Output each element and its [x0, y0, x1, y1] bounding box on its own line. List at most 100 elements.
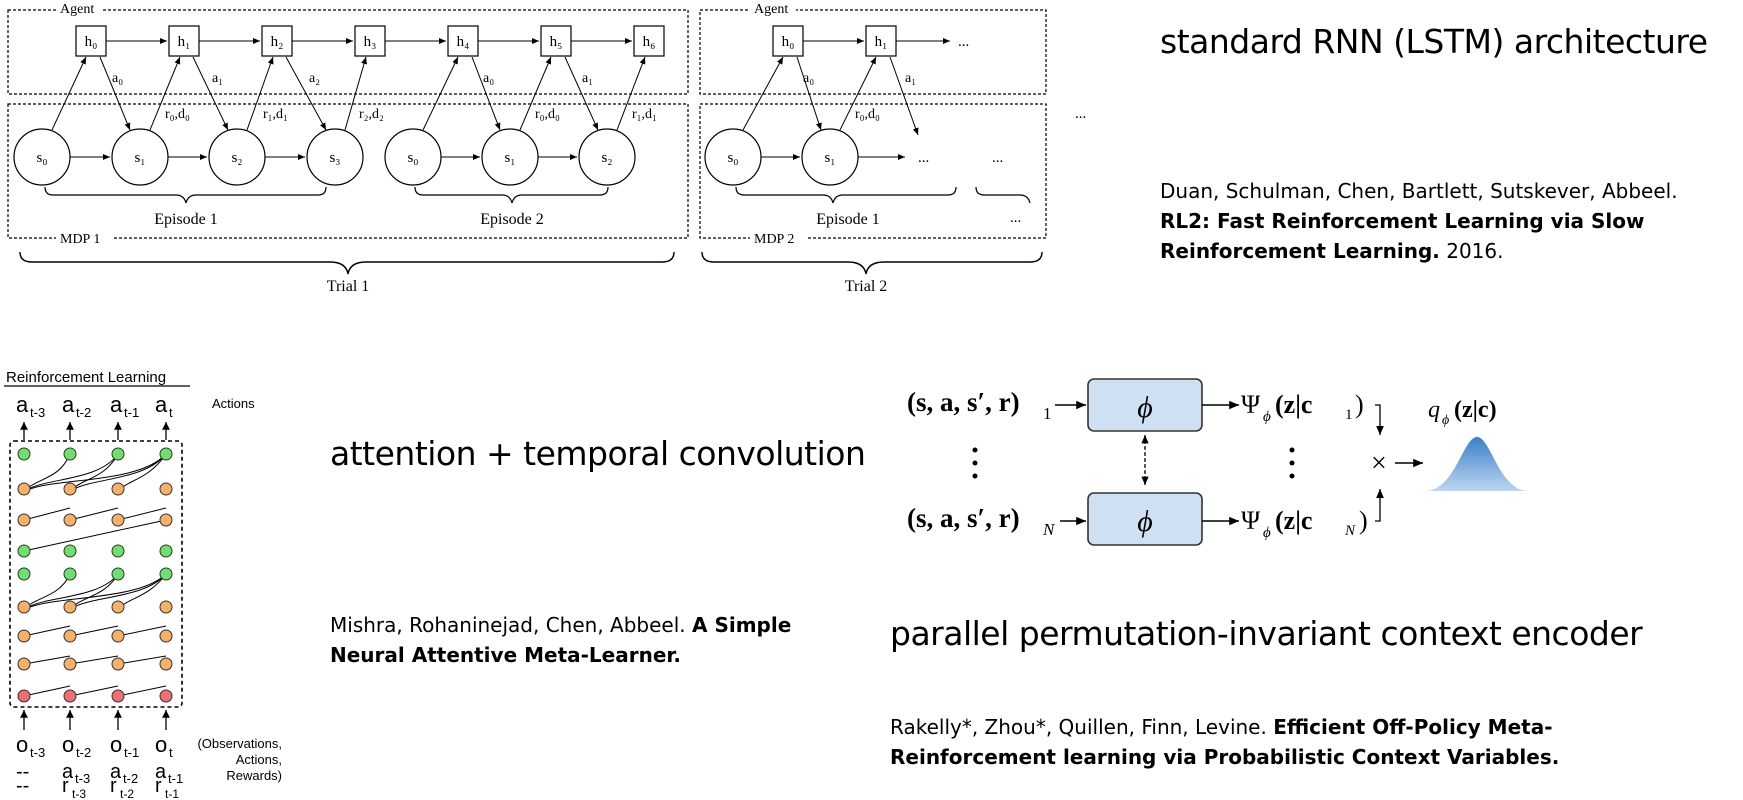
s-node: s₂	[601, 150, 612, 166]
mdp1-label: MDP 1	[60, 232, 100, 247]
node-row-orange-1	[17, 482, 173, 527]
mdp2-label: MDP 2	[754, 232, 794, 247]
agent-label-1: Agent	[60, 2, 94, 17]
action-label: a₀	[483, 71, 494, 86]
prev-reward-subscript: t-2	[120, 787, 134, 800]
s-node: s₁	[134, 150, 145, 166]
input-tuple-top: (s, a, s′, r)	[907, 387, 1020, 417]
s-node: s₀	[407, 150, 418, 166]
actions-label: Actions	[212, 396, 255, 411]
reward-label: r₂,d₂	[359, 107, 384, 122]
psi-bottom-arg: (z|c	[1275, 506, 1312, 535]
input-tuple-bottom-sub: N	[1042, 520, 1056, 539]
prev-reward-symbol: r	[110, 775, 117, 797]
prev-action-symbol: --	[16, 761, 29, 783]
psi-top-phi: ϕ	[1263, 409, 1271, 425]
s-node: s₁	[504, 150, 515, 166]
h-node: h₅	[550, 34, 563, 50]
h-node: h₃	[364, 34, 377, 50]
prev-action-subscript: t-3	[75, 771, 90, 786]
snail-citation: Mishra, Rohaninejad, Chen, Abbeel. A Sim…	[330, 610, 850, 670]
action-label: a₁	[905, 71, 916, 86]
h-node: h₂	[271, 34, 284, 50]
episode-label: Episode 1	[154, 211, 218, 228]
encoder-box-bottom	[1087, 492, 1203, 546]
action-label: a₀	[803, 71, 814, 86]
snail-diagram: Reinforcement Learning a a a a t-3 t-2 t…	[4, 369, 282, 800]
action-symbol: a	[16, 392, 29, 417]
obs-subscript: t	[169, 745, 173, 760]
action-symbol: a	[110, 392, 123, 417]
node-row-red	[17, 689, 173, 703]
snail-authors: Mishra, Rohaninejad, Chen, Abbeel.	[330, 613, 686, 637]
action-label: a₀	[112, 71, 123, 86]
rl2-diagram: Agent Agent MDP 1 MDP 2 h₀ h₁ h₂ h₃ h₄ h…	[7, 2, 1086, 295]
mdp-box-trial1	[7, 103, 689, 239]
psi-bottom-close: )	[1359, 506, 1368, 535]
reward-label: r₀,d₀	[855, 107, 880, 122]
action-subscript: t-3	[30, 405, 45, 420]
node-row-green-1	[17, 447, 173, 461]
ellipsis: ...	[918, 150, 929, 166]
pearl-authors: Rakelly*, Zhou*, Quillen, Finn, Levine.	[890, 715, 1267, 739]
ellipsis: ...	[1010, 210, 1021, 226]
agent-box-trial2	[699, 9, 1047, 95]
rl2-title: standard RNN (LSTM) architecture	[1160, 22, 1708, 61]
h-node: h₀	[782, 34, 795, 50]
prev-reward-subscript: t-3	[72, 787, 86, 800]
psi-top: Ψ	[1241, 390, 1261, 419]
episode-label: Episode 1	[816, 211, 880, 228]
encoder-symbol: ϕ	[1137, 505, 1153, 538]
prev-action-symbol: a	[155, 761, 167, 783]
prev-action-subscript: t-2	[123, 771, 138, 786]
psi-bottom-sub: N	[1344, 523, 1356, 539]
episode-label: Episode 2	[480, 211, 544, 228]
psi-top-arg: (z|c	[1275, 390, 1312, 419]
s-node: s₁	[824, 150, 835, 166]
agent-box-trial1	[7, 9, 689, 95]
obs-subscript: t-1	[124, 745, 139, 760]
encoder-symbol: ϕ	[1137, 391, 1153, 424]
pearl-citation: Rakelly*, Zhou*, Quillen, Finn, Levine. …	[890, 712, 1610, 772]
pearl-diagram: (s, a, s′, r) 1 ϕ Ψ ϕ (z|c 1 ) (s, a, s′…	[907, 378, 1529, 546]
mdp-box-trial2	[699, 103, 1047, 239]
rl2-year: 2016.	[1446, 239, 1504, 263]
posterior-symbol: q	[1428, 397, 1440, 423]
h-node: h₀	[85, 34, 98, 50]
inputs-label: (Observations,	[197, 736, 282, 751]
agent-label-2: Agent	[754, 2, 788, 17]
h-node: h₆	[643, 34, 656, 50]
input-tuple-top-sub: 1	[1043, 404, 1052, 423]
obs-symbol: o	[155, 732, 167, 757]
action-subscript: t	[169, 405, 173, 420]
h-node: h₁	[875, 34, 888, 50]
psi-top-close: )	[1355, 390, 1364, 419]
s-node: s₀	[36, 150, 47, 166]
node-row-orange-2	[17, 600, 173, 671]
rl2-citation: Duan, Schulman, Chen, Bartlett, Sutskeve…	[1160, 176, 1730, 266]
pearl-paper-title: Efficient Off-Policy Meta-Reinforcement …	[890, 715, 1560, 769]
prev-reward-symbol: --	[16, 775, 29, 797]
psi-top-sub: 1	[1345, 407, 1353, 423]
posterior-phi: ϕ	[1442, 413, 1449, 428]
posterior-arg: (z|c)	[1454, 397, 1497, 423]
obs-symbol: o	[16, 732, 28, 757]
obs-symbol: o	[110, 732, 122, 757]
psi-bottom: Ψ	[1241, 506, 1261, 535]
trial-label: Trial 1	[327, 278, 370, 295]
snail-paper-title: A Simple Neural Attentive Meta-Learner.	[330, 613, 792, 667]
ellipsis: ...	[958, 34, 969, 50]
product-symbol: ×	[1371, 448, 1387, 479]
obs-subscript: t-2	[76, 745, 91, 760]
reward-label: r₁,d₁	[263, 107, 288, 122]
snail-network-box	[9, 440, 183, 708]
ellipsis: ...	[992, 150, 1003, 166]
obs-symbol: o	[62, 732, 74, 757]
prev-reward-symbol: r	[62, 775, 69, 797]
snail-title: attention + temporal convolution	[330, 434, 866, 473]
prev-action-symbol: a	[110, 761, 122, 783]
prev-action-symbol: a	[62, 761, 74, 783]
s-node: s₂	[231, 150, 242, 166]
prev-reward-subscript: t-1	[165, 787, 179, 800]
reward-label: r₀,d₀	[165, 107, 190, 122]
